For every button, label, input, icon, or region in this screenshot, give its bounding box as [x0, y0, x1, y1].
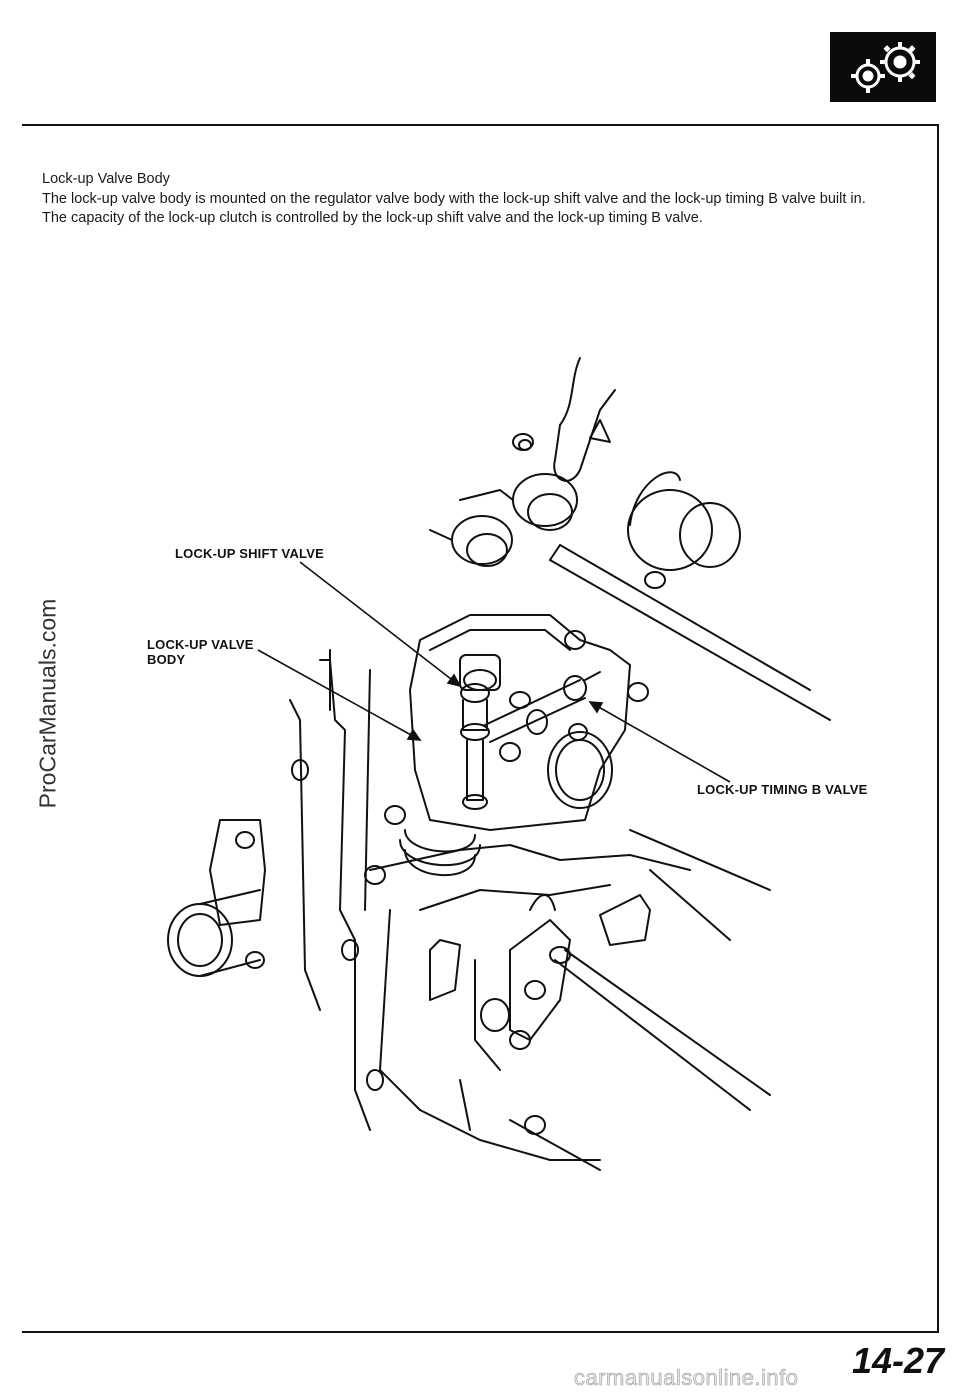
frame-top-rule — [22, 124, 938, 126]
bottom-watermark: carmanualsonline.info — [574, 1365, 799, 1391]
description-paragraph-2: The capacity of the lock-up clutch is co… — [42, 210, 703, 226]
label-lock-up-valve-body-line2: BODY — [147, 652, 186, 667]
section-title: Lock-up Valve Body — [42, 171, 170, 187]
gears-icon — [830, 32, 936, 102]
frame-bottom-rule — [22, 1331, 939, 1333]
label-lock-up-valve-body-line1: LOCK-UP VALVE — [147, 637, 254, 652]
label-lock-up-timing-b-valve: LOCK-UP TIMING B VALVE — [697, 782, 868, 797]
description-paragraph-1: The lock-up valve body is mounted on the… — [42, 190, 866, 207]
intro-text: Lock-up Valve Body The lock-up valve bod… — [42, 170, 920, 229]
valve-body-illustration — [167, 357, 831, 1171]
label-lock-up-shift-valve: LOCK-UP SHIFT VALVE — [175, 546, 324, 561]
page-number: 14-27 — [852, 1340, 945, 1381]
side-watermark: ProCarManuals.com — [34, 598, 61, 809]
label-lock-up-valve-body: LOCK-UP VALVE BODY — [147, 637, 254, 667]
frame-right-rule — [937, 124, 939, 1332]
